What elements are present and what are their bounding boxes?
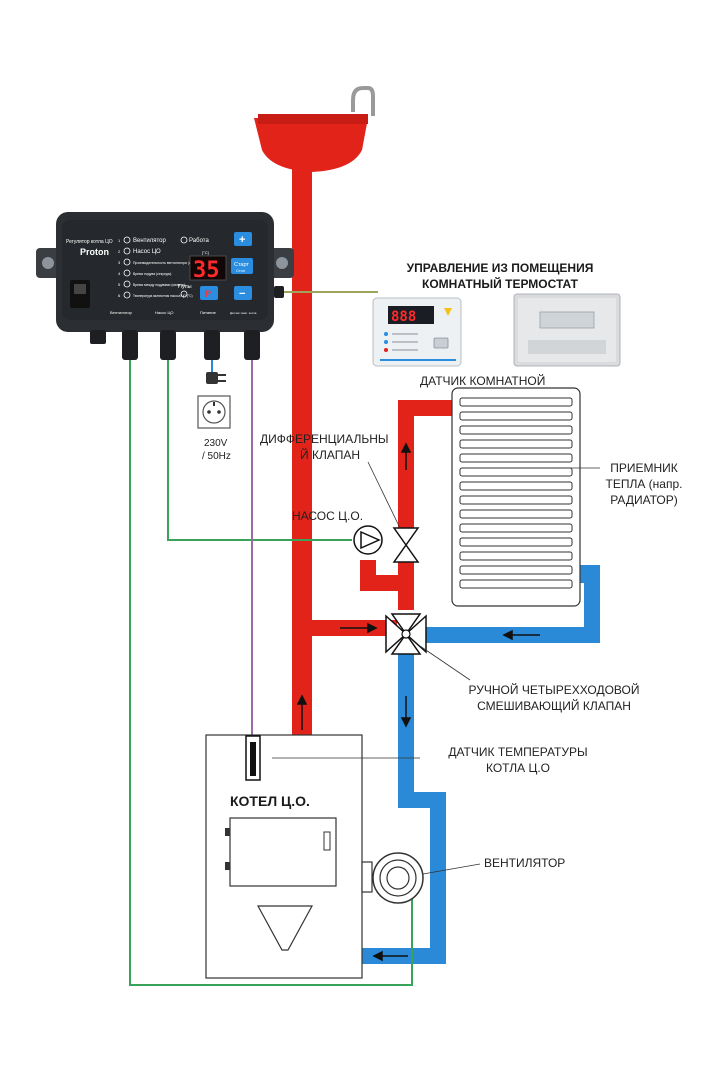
- start-label: Старт: [234, 262, 249, 268]
- row-text: Вентилятор: [133, 238, 167, 244]
- warning-icon: [444, 308, 452, 316]
- row-text: Температура включения насоса ЦО (°C): [133, 294, 193, 298]
- hot-top-to-radiator: [398, 400, 458, 416]
- bottom-label: Вентилятор: [110, 310, 133, 315]
- room-thermostat-device: [513, 293, 621, 367]
- boiler-label: КОТЕЛ Ц.О.: [230, 793, 310, 809]
- controller: Регулятор котла ЦО Proton 1 Вентилятор 2…: [36, 212, 294, 360]
- receiver-label-3: РАДИАТОР): [610, 493, 678, 507]
- arrow-into-boiler: [372, 950, 383, 962]
- voltage-label: 230V: [204, 438, 228, 449]
- row-text: Насос ЦО: [133, 249, 161, 255]
- frequency-label: / 50Hz: [202, 451, 231, 462]
- start-stop-button[interactable]: [231, 258, 253, 274]
- pulse-label: Пупы: [178, 284, 192, 290]
- signal-wires: [129, 291, 413, 986]
- row-text: Время подува (секунды): [133, 272, 171, 276]
- controller-brand: Proton: [80, 247, 109, 257]
- boiler-door: [229, 817, 337, 887]
- cold-return-down: [584, 565, 600, 643]
- row-num: 4: [118, 271, 121, 276]
- work-label: Работа: [189, 238, 209, 244]
- temp-sensor-label-1: ДАТЧИК ТЕМПЕРАТУРЫ: [448, 745, 587, 759]
- arrow-up-riser: [296, 694, 308, 705]
- hot-pipes: [292, 160, 458, 740]
- ash-funnel-icon: [256, 905, 314, 951]
- four-way-mixing-valve-icon: [385, 613, 427, 655]
- thermostat-display: 888: [391, 309, 416, 325]
- fan-icon: [361, 852, 424, 904]
- pulse-indicator-icon: [180, 290, 188, 298]
- bottom-label: Насос ЦО: [155, 310, 173, 315]
- temperature-display: [189, 255, 227, 281]
- work-indicator-icon: [180, 236, 188, 244]
- function-list: 1 Вентилятор 2 Насос ЦО 3 Производительн…: [118, 236, 204, 299]
- mixing-valve-label-1: РУЧНОЙ ЧЕТЫРЕХХОДОВОЙ: [469, 682, 640, 697]
- arrow-left-cold: [502, 629, 513, 641]
- row-num: 5: [118, 282, 121, 287]
- controller-brand-line: Регулятор котла ЦО: [66, 239, 113, 245]
- expansion-tank: [254, 86, 375, 172]
- hot-riser-pipe: [292, 160, 312, 740]
- room-sensor-label: ДАТЧИК КОМНАТНОЙ: [420, 373, 545, 388]
- pump-label: НАСОС Ц.О.: [292, 509, 363, 523]
- diff-valve-label-2: Й КЛАПАН: [300, 447, 360, 462]
- pump-wire: [167, 360, 352, 541]
- flow-arrows: [296, 442, 540, 962]
- pump-icon: [353, 525, 383, 555]
- plus-label: +: [239, 234, 245, 246]
- row-num: 6: [118, 293, 121, 298]
- arrow-up-to-radiator: [400, 442, 412, 453]
- bottom-label: Датчик темп. котла: [230, 311, 257, 315]
- row-text: Производительность вентилятора (скорость…: [133, 261, 204, 265]
- p-label: P: [205, 289, 211, 299]
- row-num: 3: [118, 260, 121, 265]
- mixing-valve-label-2: СМЕШИВАЮЩИЙ КЛАПАН: [477, 698, 631, 713]
- fan-label: ВЕНТИЛЯТОР: [484, 856, 565, 870]
- row-num: 1: [118, 238, 121, 243]
- arrow-right-hot: [367, 622, 378, 634]
- receiver-label-1: ПРИЕМНИК: [610, 461, 678, 475]
- plus-button[interactable]: [234, 232, 252, 246]
- row-num: 2: [118, 249, 121, 254]
- display-value: 35: [193, 258, 220, 283]
- bottom-label: Питание: [200, 310, 217, 315]
- minus-button[interactable]: [234, 286, 252, 300]
- arrow-down-cold: [400, 717, 412, 728]
- p-button[interactable]: [200, 286, 218, 300]
- row-text: Время между подувами (минуты): [133, 283, 185, 287]
- radiator: [451, 387, 581, 607]
- thermostat-screen: [539, 311, 595, 329]
- thermostat-header-1: УПРАВЛЕНИЕ ИЗ ПОМЕЩЕНИЯ: [407, 261, 594, 275]
- boiler: [205, 734, 363, 979]
- minus-label: −: [239, 288, 245, 300]
- cold-down-to-boiler: [430, 792, 446, 962]
- hot-valve-down: [398, 560, 414, 610]
- room-thermostat-controller: 888: [372, 297, 462, 367]
- thermostat-header-2: КОМНАТНЫЙ ТЕРМОСТАТ: [422, 276, 579, 291]
- temp-sensor-label-2: КОТЛА Ц.О: [486, 761, 550, 775]
- start-sub-label: Стоп: [236, 268, 245, 273]
- power-socket-icon: [197, 395, 231, 429]
- differential-valve-icon: [392, 527, 420, 563]
- cable-connectors: [90, 286, 284, 360]
- display-unit: [°C]: [202, 250, 209, 255]
- diff-valve-label-1: ДИФФЕРЕНЦИАЛЬНЫ: [260, 432, 388, 446]
- fan-wire: [129, 360, 413, 986]
- power-plug-icon: [206, 372, 226, 384]
- receiver-label-2: ТЕПЛА (напр.: [606, 477, 683, 491]
